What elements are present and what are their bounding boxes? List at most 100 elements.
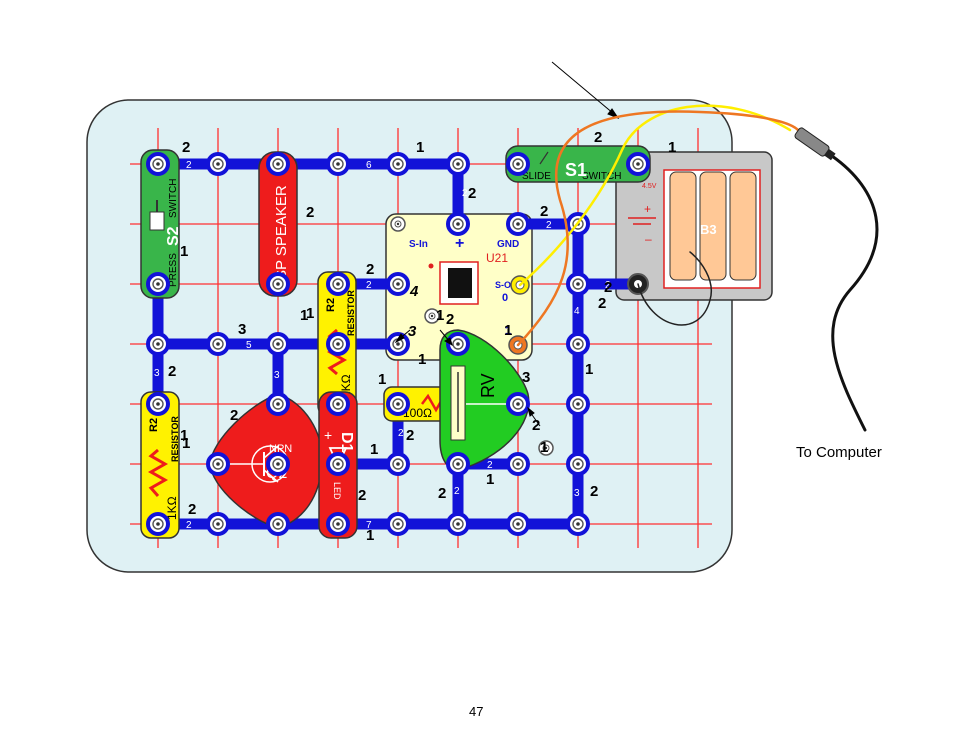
yellow-wire bbox=[518, 104, 792, 287]
gnd-label: GND bbox=[497, 239, 519, 250]
level-label: 2 bbox=[406, 427, 414, 444]
level-label: 1 bbox=[180, 427, 188, 444]
s2-label: S2 bbox=[165, 226, 182, 246]
level-label: 3 bbox=[238, 321, 246, 338]
computer-plug bbox=[794, 127, 836, 161]
level-label: 2 bbox=[438, 485, 446, 502]
level-label: 2 bbox=[590, 483, 598, 500]
seg-label: 2 bbox=[186, 520, 192, 531]
seg-label: 5 bbox=[246, 340, 252, 351]
level-label: 3 bbox=[408, 323, 417, 340]
press-label: PRESS bbox=[168, 253, 179, 287]
battery-b3: B3 4.5V + – bbox=[615, 151, 773, 301]
level-label: 1 bbox=[585, 361, 593, 378]
slide-switch-s1: SLIDE SWITCH S1 bbox=[505, 145, 651, 183]
seg-label: 2 bbox=[605, 280, 611, 291]
seg-label: 2 bbox=[186, 160, 192, 171]
level-label: 4 bbox=[409, 283, 419, 300]
led-plus: + bbox=[324, 427, 332, 443]
seg-label: 2 bbox=[398, 428, 404, 439]
voltage-label: 4.5V bbox=[642, 183, 657, 190]
page-number: 47 bbox=[469, 704, 484, 719]
level-label: 2 bbox=[306, 204, 314, 221]
level-label: 1 bbox=[300, 307, 308, 324]
seg-label: 7 bbox=[366, 520, 372, 531]
level-label: 1 bbox=[180, 243, 188, 260]
chip bbox=[448, 268, 472, 298]
level-label: 1 bbox=[540, 439, 548, 456]
slide-label: SLIDE bbox=[522, 171, 551, 182]
r100-value: 100Ω bbox=[403, 406, 432, 420]
seg-label: 3 bbox=[154, 368, 160, 379]
plus-sign: + bbox=[455, 235, 464, 252]
seg-label: 2 bbox=[454, 486, 460, 497]
r2-bottom-name: R2 bbox=[148, 418, 160, 432]
level-label: 3 bbox=[522, 369, 530, 386]
d1-label: D1 bbox=[338, 432, 355, 453]
level-label: 1 bbox=[370, 441, 378, 458]
level-label: 2 bbox=[598, 295, 606, 312]
seg-label: 2 bbox=[546, 220, 552, 231]
level-label: 2 bbox=[532, 417, 540, 434]
s-out-label: S-Out bbox=[495, 280, 520, 290]
led-label: LED bbox=[332, 482, 342, 500]
pointer-arrows bbox=[394, 61, 620, 427]
switch-label: SWITCH bbox=[168, 179, 179, 218]
level-label: 2 bbox=[188, 501, 196, 518]
resistor-bottom: R2 RESISTOR 1KΩ bbox=[140, 391, 180, 539]
seg-label: 6 bbox=[366, 160, 372, 171]
level-label: 2 bbox=[604, 279, 612, 296]
seg-label: 4 bbox=[574, 306, 580, 317]
seg-label: 3 bbox=[274, 370, 280, 381]
r2-bottom-value: 1KΩ bbox=[165, 496, 179, 520]
jumper-wires bbox=[516, 104, 879, 432]
r2-bottom-label: RESISTOR bbox=[170, 416, 180, 462]
level-label: 2 bbox=[540, 203, 548, 220]
battery-plus: + bbox=[644, 202, 651, 216]
level-label: 2 bbox=[168, 363, 176, 380]
slide-switch-label: SWITCH bbox=[582, 171, 621, 182]
level-label: 1 bbox=[416, 139, 424, 156]
pot-rv: RV bbox=[439, 329, 530, 471]
press-switch-s2: PRESS SWITCH S2 bbox=[140, 149, 182, 299]
level-label: 2 bbox=[358, 487, 366, 504]
pin-one-label: 1 bbox=[505, 325, 511, 337]
seg-label: 3 bbox=[574, 488, 580, 499]
ground-wire bbox=[637, 251, 713, 326]
npn-label: NPN bbox=[269, 443, 292, 455]
level-label: 1 bbox=[668, 139, 676, 156]
level-label: 2 bbox=[594, 129, 602, 146]
level-label: 1 bbox=[504, 322, 512, 339]
computer-cable bbox=[830, 154, 879, 432]
level-label: 1 bbox=[378, 371, 386, 388]
rv-label: RV bbox=[478, 373, 498, 398]
speaker-label: SP SPEAKER bbox=[273, 185, 290, 280]
battery-minus: – bbox=[645, 232, 652, 246]
level-label: 1 bbox=[486, 471, 494, 488]
level-label: 2 bbox=[446, 311, 454, 328]
level-label: 1 bbox=[366, 527, 374, 544]
level-label: 1 bbox=[418, 351, 426, 368]
level-label: 1 bbox=[306, 305, 314, 322]
s-in-label: S-In bbox=[409, 239, 428, 250]
seg-label: 2 bbox=[487, 460, 493, 471]
level-label: 2 bbox=[182, 139, 190, 156]
level-label: 1 bbox=[182, 435, 190, 452]
r2-top-label: RESISTOR bbox=[346, 290, 356, 336]
b3-label: B3 bbox=[700, 222, 717, 237]
seg-label: 2 bbox=[366, 280, 372, 291]
level-label: 2 bbox=[468, 185, 476, 202]
segment-numbers: 2 6 5 2 7 2 2 2 3 3 4 3 2 4 2 2 2 bbox=[154, 160, 611, 531]
r2-top-name: R2 bbox=[325, 298, 337, 312]
s1-label: S1 bbox=[565, 160, 587, 180]
pin-zero-label: 0 bbox=[502, 292, 508, 304]
seg-label: 2 bbox=[462, 188, 468, 199]
level-label: 1 bbox=[436, 307, 444, 324]
orange-wire bbox=[516, 110, 800, 347]
u21-label: U21 bbox=[486, 251, 508, 265]
to-computer-caption: To Computer bbox=[796, 444, 882, 461]
level-label: 2 bbox=[230, 407, 238, 424]
level-label: 2 bbox=[366, 261, 374, 278]
speaker-sp: SP SPEAKER bbox=[258, 151, 298, 297]
